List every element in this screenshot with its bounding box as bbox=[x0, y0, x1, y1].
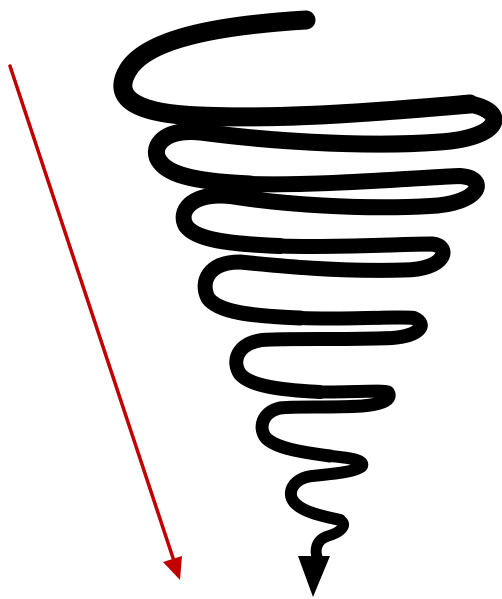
diagram-background bbox=[0, 0, 502, 599]
spiral-funnel-diagram bbox=[0, 0, 502, 599]
